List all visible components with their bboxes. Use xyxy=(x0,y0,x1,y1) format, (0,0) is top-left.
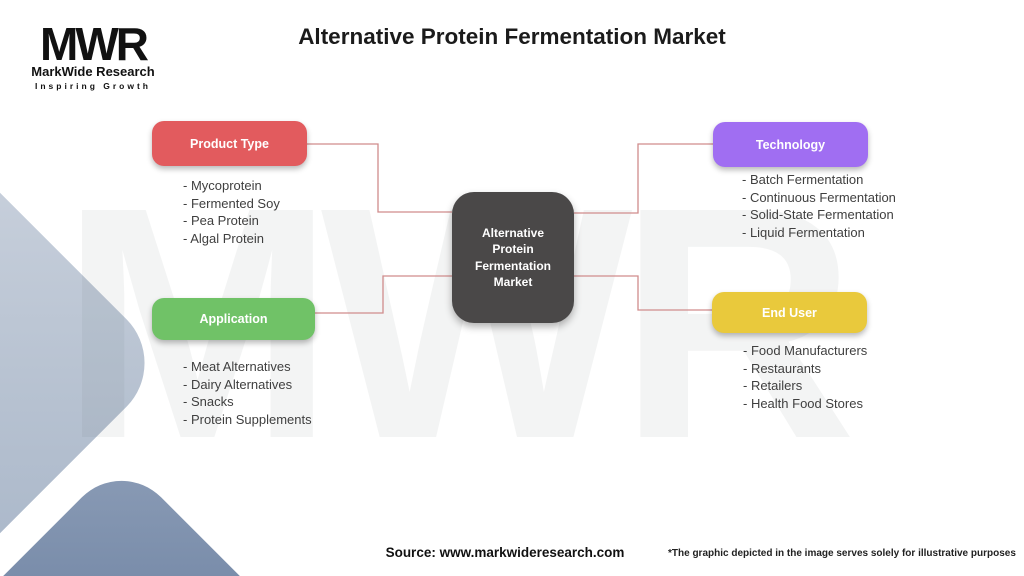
list-item: - Continuous Fermentation xyxy=(742,189,896,205)
node-technology: Technology xyxy=(713,122,868,167)
list-item: - Food Manufacturers xyxy=(743,343,868,358)
connector-technology xyxy=(574,143,713,214)
disclaimer-text: *The graphic depicted in the image serve… xyxy=(668,548,1016,559)
node-center-market: Alternative Protein Fermentation Market xyxy=(452,192,574,323)
node-application: Application xyxy=(152,298,315,340)
list-item: - Dairy Alternatives xyxy=(183,376,293,392)
list-item: - Mycoprotein xyxy=(183,178,262,193)
list-item: - Solid-State Fermentation xyxy=(742,207,894,222)
list-item: - Pea Protein xyxy=(183,213,259,228)
markwide-logo: MWR MarkWide Research Inspiring Growth xyxy=(31,18,154,91)
list-item: - Meat Alternatives xyxy=(183,359,291,374)
connector-application xyxy=(315,275,452,314)
node-end-user: End User xyxy=(712,292,867,333)
connector-product-type xyxy=(307,143,452,213)
end-user-list: - Food Manufacturers - Restaurants - Ret… xyxy=(743,342,867,412)
connector-end-user xyxy=(574,275,712,311)
logo-acronym: MWR xyxy=(40,18,149,70)
logo-tagline: Inspiring Growth xyxy=(35,81,151,91)
page-title: Alternative Protein Fermentation Market xyxy=(298,24,726,49)
list-item: - Protein Supplements xyxy=(183,411,312,427)
list-item: - Fermented Soy xyxy=(183,195,280,211)
product-type-list: - Mycoprotein - Fermented Soy - Pea Prot… xyxy=(183,177,280,247)
list-item: - Algal Protein xyxy=(183,230,264,246)
node-product-type: Product Type xyxy=(152,121,307,166)
list-item: - Restaurants xyxy=(743,360,822,376)
list-item: - Health Food Stores xyxy=(743,395,863,411)
technology-list: - Batch Fermentation - Continuous Fermen… xyxy=(742,171,896,241)
list-item: - Batch Fermentation xyxy=(742,172,864,187)
list-item: - Snacks xyxy=(183,394,234,409)
list-item: - Liquid Fermentation xyxy=(742,224,865,240)
list-item: - Retailers xyxy=(743,378,803,393)
logo-name: MarkWide Research xyxy=(31,64,154,79)
source-text: Source: www.markwideresearch.com xyxy=(385,545,625,560)
application-list: - Meat Alternatives - Dairy Alternatives… xyxy=(183,358,312,428)
